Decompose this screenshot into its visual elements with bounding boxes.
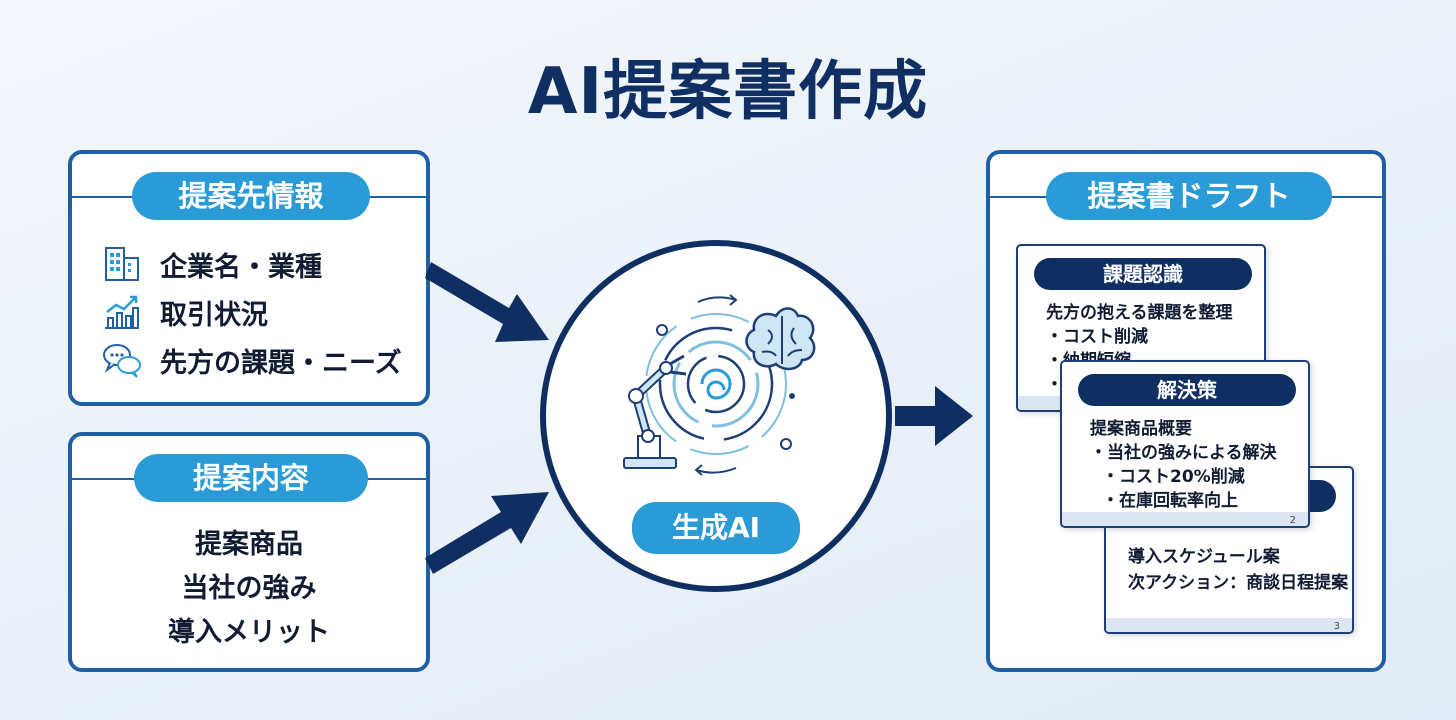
- slide-2-line-2: ・当社の強みによる解決: [1090, 443, 1277, 463]
- slide-2: 解決策 提案商品概要 ・当社の強みによる解決 ・コスト20%削減 ・在庫回転率向…: [1060, 360, 1310, 528]
- slide-3-line-1: 導入スケジュール案: [1128, 547, 1280, 567]
- generative-ai-label: 生成AI: [632, 502, 800, 554]
- info-row-needs: 先方の課題・ニーズ: [102, 340, 402, 380]
- info-row-trade: 取引状況: [102, 292, 268, 332]
- brain-icon: [745, 307, 816, 371]
- building-icon: [105, 247, 139, 281]
- content-item-product: 提案商品: [195, 529, 303, 560]
- slide-2-line-3: ・コスト20%削減: [1102, 467, 1245, 487]
- slide-3-line-2: 次アクション：商談日程提案: [1128, 573, 1349, 593]
- swirl-icon: [645, 294, 795, 476]
- robot-arm-icon: [623, 354, 687, 469]
- slide-footer: [1062, 512, 1308, 526]
- arrow-info-to-ai: [425, 262, 549, 342]
- slide-1-line-4: ・: [1046, 375, 1063, 395]
- client-info-card: 提案先情報 企業名・業種 取引状況: [68, 150, 430, 406]
- proposal-content-header: 提案内容: [134, 454, 368, 502]
- slide-2-line-1: 提案商品概要: [1090, 419, 1192, 439]
- slide-1-line-1: 先方の抱える課題を整理: [1046, 303, 1233, 323]
- slide-footer: [1106, 618, 1352, 632]
- draft-header: 提案書ドラフト: [1046, 172, 1332, 220]
- slide-2-line-4: ・在庫回転率向上: [1102, 491, 1238, 511]
- slide-1-line-2: ・コスト削減: [1046, 327, 1148, 347]
- info-label-company: 企業名・業種: [160, 251, 322, 283]
- page-title: AI提案書作成: [527, 55, 929, 129]
- client-info-header: 提案先情報: [132, 172, 370, 220]
- ai-illustration: [623, 294, 816, 476]
- chat-bubbles-icon: [103, 344, 141, 378]
- growth-chart-icon: [105, 295, 139, 329]
- slide-3-page: 3: [1333, 621, 1340, 632]
- info-label-needs: 先方の課題・ニーズ: [160, 347, 402, 379]
- slide-2-page: 2: [1289, 515, 1296, 526]
- generative-ai-node: 生成AI: [540, 240, 892, 592]
- info-label-trade: 取引状況: [160, 299, 268, 331]
- proposal-content-card: 提案内容 提案商品 当社の強み 導入メリット: [68, 432, 430, 672]
- content-item-strength: 当社の強み: [181, 573, 317, 604]
- arrow-content-to-ai: [425, 492, 549, 574]
- content-item-merit: 導入メリット: [168, 617, 330, 648]
- arrow-ai-to-draft: [895, 386, 973, 446]
- slide-1-title: 課題認識: [1034, 258, 1252, 290]
- slide-2-title: 解決策: [1078, 374, 1296, 406]
- info-row-company: 企業名・業種: [102, 244, 322, 284]
